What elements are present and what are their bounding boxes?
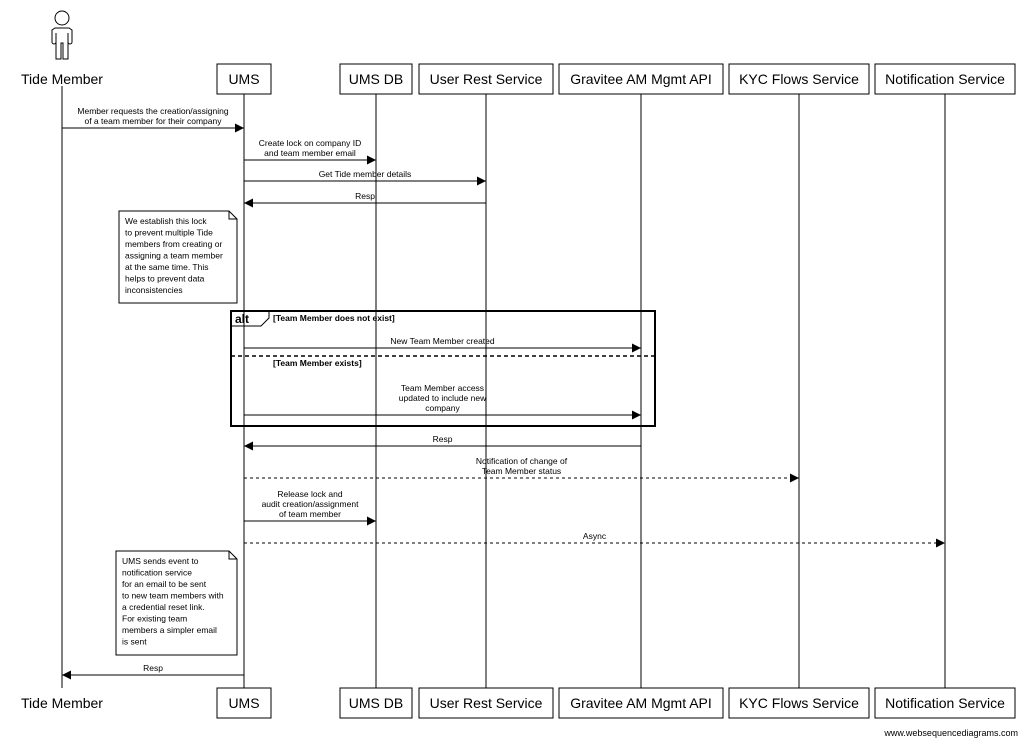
participant-umsdb-bottom: UMS DB [339, 687, 413, 719]
participant-ums-bottom: UMS [216, 687, 272, 719]
alt-keyword: alt [235, 312, 249, 326]
message-label: Async [583, 531, 607, 541]
participant-ums-top: UMS [216, 63, 272, 95]
alt-frame: alt [Team Member does not exist] [Team Mem… [230, 310, 656, 427]
participant-notif-bottom: Notification Service [874, 687, 1016, 719]
participant-gravitee-bottom: Gravitee AM Mgmt API [558, 687, 724, 719]
participant-box [216, 687, 272, 719]
participant-urs-bottom: User Rest Service [418, 687, 554, 719]
participant-label: Gravitee AM Mgmt API [570, 695, 712, 711]
message-label: Resp [433, 434, 453, 444]
participant-umsdb-top: UMS DB [339, 63, 413, 95]
participant-box [418, 63, 554, 95]
alt-condition-2: [Team Member exists] [273, 358, 362, 368]
participant-label: UMS [228, 695, 259, 711]
message-10: Async [244, 531, 945, 548]
participant-label: Tide Member [21, 695, 103, 711]
note-text: members from creating or [125, 239, 222, 249]
note-text: at the same time. This [125, 262, 208, 272]
note-text: for an email to be sent [122, 579, 207, 589]
participant-box [728, 63, 870, 95]
participant-label: Tide Member [21, 71, 103, 87]
alt-condition-1: [Team Member does not exist] [273, 313, 395, 323]
note-text: assigning a team member [125, 251, 223, 261]
message-label: Team Member status [482, 466, 561, 476]
note-box [115, 550, 238, 656]
participant-box [728, 687, 870, 719]
participant-box [216, 63, 272, 95]
participant-label: User Rest Service [430, 695, 543, 711]
participant-label: KYC Flows Service [739, 695, 859, 711]
message-label: Resp [355, 191, 375, 201]
note-text: to new team members with [122, 591, 224, 601]
participant-box [874, 687, 1016, 719]
participant-tide-top: Tide Member [21, 71, 103, 87]
participant-label: KYC Flows Service [739, 71, 859, 87]
participant-notif-top: Notification Service [874, 63, 1016, 95]
participant-tide-bottom: Tide Member [21, 695, 103, 711]
message-label: New Team Member created [390, 336, 495, 346]
message-label: of team member [279, 509, 341, 519]
message-label: of a team member for their company [84, 116, 222, 126]
actor-icon [51, 10, 73, 60]
note-text: notification service [122, 568, 192, 578]
message-label: Resp [143, 663, 163, 673]
message-label: updated to include new [399, 393, 487, 403]
participant-label: Notification Service [885, 695, 1005, 711]
note-text: helps to prevent data [125, 274, 205, 284]
note-text: is sent [122, 637, 147, 647]
participant-label: UMS DB [349, 71, 403, 87]
watermark-text: www.websequencediagrams.com [883, 728, 1018, 738]
message-label: Team Member access [401, 383, 484, 393]
participant-label: UMS [228, 71, 259, 87]
participant-box [874, 63, 1016, 95]
participant-box [558, 63, 724, 95]
participant-urs-top: User Rest Service [418, 63, 554, 95]
participant-label: Notification Service [885, 71, 1005, 87]
note-text: inconsistencies [125, 285, 183, 295]
participant-box [418, 687, 554, 719]
participant-label: UMS DB [349, 695, 403, 711]
note-2: UMS sends event to notification servicefo… [115, 550, 238, 656]
message-1: Member requests the creation/assigningof… [62, 106, 244, 133]
participant-kyc-top: KYC Flows Service [728, 63, 870, 95]
alt-tab [231, 311, 270, 327]
message-11: Resp [62, 663, 244, 680]
note-1: We establish this lock to prevent multipl… [118, 210, 238, 304]
participant-gravitee-top: Gravitee AM Mgmt API [558, 63, 724, 95]
message-7: Resp [244, 434, 641, 451]
message-5: New Team Member created [244, 336, 641, 353]
message-label: audit creation/assignment [262, 499, 360, 509]
note-box [118, 210, 238, 304]
message-label: Get Tide member details [319, 169, 412, 179]
participant-label: Gravitee AM Mgmt API [570, 71, 712, 87]
participant-label: User Rest Service [430, 71, 543, 87]
participant-kyc-bottom: KYC Flows Service [728, 687, 870, 719]
participant-box [558, 687, 724, 719]
participant-box [339, 63, 413, 95]
note-text: a credential reset link. [122, 602, 205, 612]
note-text: to prevent multiple Tide [125, 228, 213, 238]
note-text: members a simpler email [122, 625, 217, 635]
note-text: We establish this lock [125, 216, 207, 226]
message-label: company [425, 403, 460, 413]
message-label: Member requests the creation/assigning [77, 106, 228, 116]
message-label: Create lock on company ID [259, 138, 362, 148]
note-text: UMS sends event to [122, 556, 199, 566]
note-text: For existing team [122, 614, 187, 624]
message-label: and team member email [264, 148, 356, 158]
message-3: Get Tide member details [244, 169, 486, 186]
participant-box [339, 687, 413, 719]
message-label: Notification of change of [476, 456, 568, 466]
message-label: Release lock and [277, 489, 342, 499]
message-4: Resp [244, 191, 486, 208]
alt-frame-border [230, 310, 656, 427]
